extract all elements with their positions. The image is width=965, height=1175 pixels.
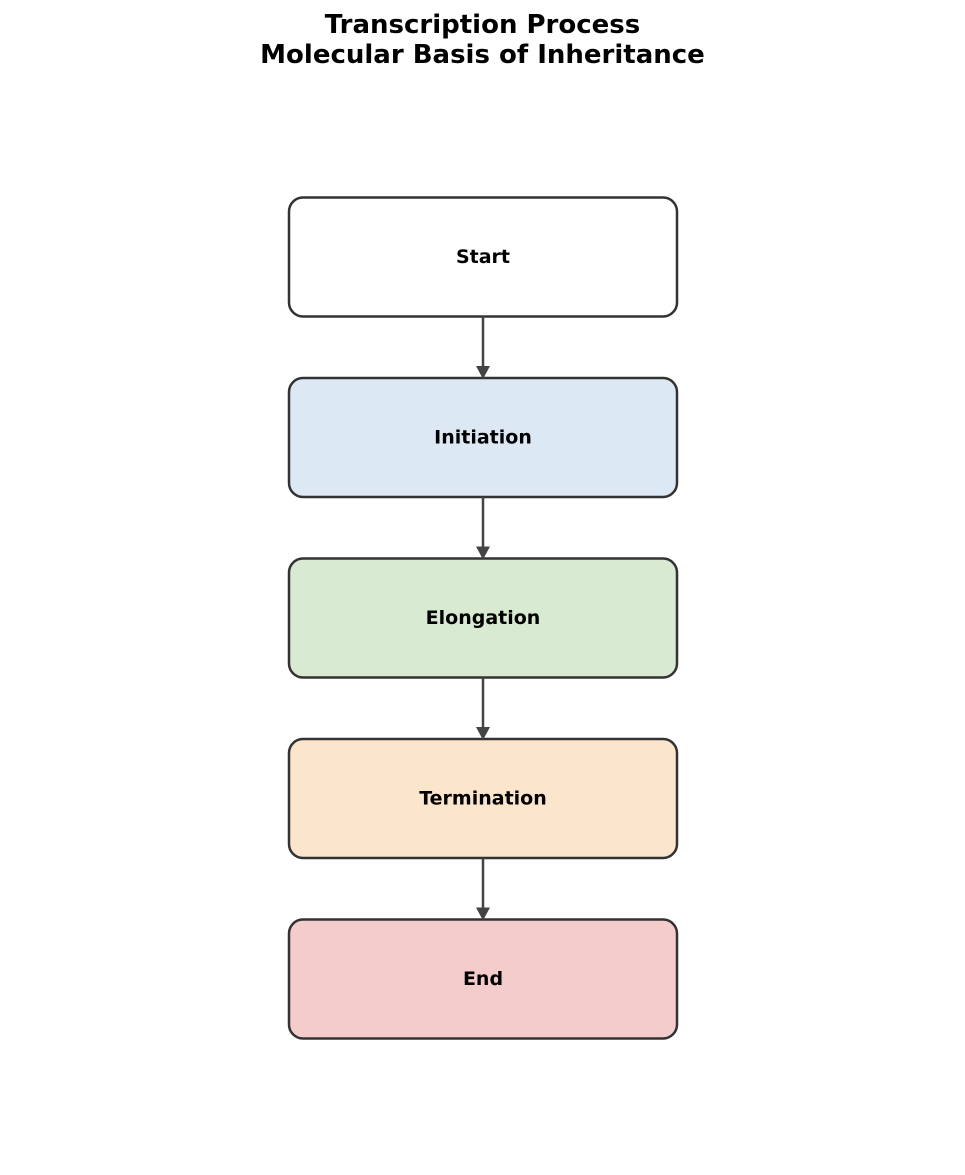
node-start: Start	[287, 196, 679, 318]
arrow-head-icon	[476, 366, 490, 379]
title-line-1: Transcription Process	[324, 10, 641, 40]
arrow-head-icon	[476, 546, 490, 560]
node-label-start: Start	[456, 246, 510, 268]
arrow-head-icon	[476, 907, 490, 921]
node-initiation: Initiation	[287, 376, 679, 499]
node-end: End	[287, 918, 679, 1040]
node-label-end: End	[463, 968, 503, 990]
edge-termination-to-end	[476, 858, 490, 921]
title-line-2: Molecular Basis of Inheritance	[260, 40, 705, 70]
node-termination: Termination	[287, 737, 679, 860]
node-label-elongation: Elongation	[426, 607, 541, 629]
arrow-head-icon	[476, 727, 490, 740]
edge-start-to-initiation	[476, 316, 490, 379]
node-elongation: Elongation	[287, 557, 679, 679]
edge-elongation-to-termination	[476, 677, 490, 740]
node-label-initiation: Initiation	[434, 427, 532, 449]
diagram-title: Transcription Process Molecular Basis of…	[0, 10, 965, 70]
node-label-termination: Termination	[419, 788, 547, 810]
edge-initiation-to-elongation	[476, 497, 490, 560]
